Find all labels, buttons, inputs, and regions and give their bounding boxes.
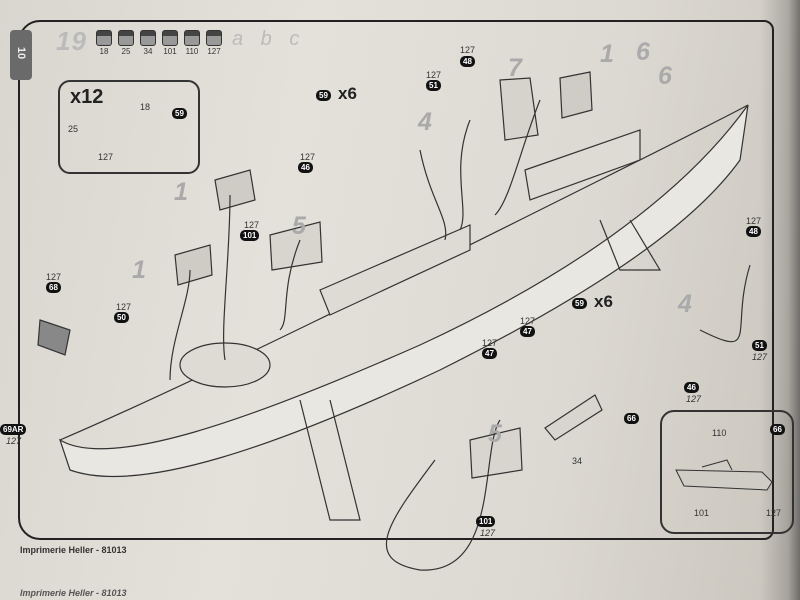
callout-badge: 59: [316, 90, 331, 101]
callout-color: 127: [300, 152, 316, 162]
part-number: 34: [572, 456, 583, 466]
subassembly-number: 4: [678, 290, 692, 318]
paint-pot-icon: [162, 30, 178, 46]
inset-quantity: x12: [70, 86, 104, 108]
subassembly-number: 1: [600, 40, 614, 68]
callout-badge: 51: [426, 80, 441, 91]
inset-part-badge: 59: [172, 108, 187, 119]
main-gun-top: [559, 71, 593, 119]
callout-badge: 101: [476, 516, 496, 527]
callout-color: 127: [46, 272, 62, 282]
paint-pot-101: 101: [162, 30, 178, 56]
subassembly-number: 6: [658, 62, 672, 90]
flag: [37, 319, 71, 356]
callout-color: 127: [520, 316, 536, 326]
boat-detail-drawing: [675, 459, 773, 491]
inset-part-c: 127: [98, 152, 114, 162]
second-turret: [174, 244, 213, 286]
leader-line: [385, 419, 501, 571]
detail-label: 101: [694, 508, 710, 518]
callout-badge: 50: [114, 312, 129, 323]
leader-line: [459, 119, 471, 231]
callout-color: 127: [244, 220, 260, 230]
inset-part-a: 18: [140, 102, 151, 112]
paint-variants: a b c: [232, 28, 306, 50]
callout-badge: 46: [684, 382, 699, 393]
paint-pot-25: 25: [118, 30, 134, 56]
subassembly-number: 1: [174, 178, 188, 206]
paint-scheme-inset: x12 18 25 59 127: [58, 80, 200, 174]
callout-color: 127: [746, 216, 762, 226]
paint-pot-icon: [184, 30, 200, 46]
callout-color: 127: [460, 45, 476, 55]
callout-color: 127: [482, 338, 498, 348]
page-frame: [18, 20, 774, 540]
turret-base: [179, 342, 271, 388]
callout-badge: 47: [482, 348, 497, 359]
callout-badge: 69AR: [0, 424, 27, 435]
paint-pot-110: 110: [184, 30, 200, 56]
page-number-tab: [10, 30, 32, 80]
subassembly-number: 6: [636, 38, 650, 66]
paint-pot-icon: [206, 30, 222, 46]
detail-label: 127: [766, 508, 782, 518]
subassembly-number: 7: [508, 54, 522, 82]
paint-pot-34: 34: [140, 30, 156, 56]
leader-line: [223, 194, 231, 361]
inset-part-b: 25: [68, 124, 79, 134]
callout-color: 127: [752, 352, 768, 362]
callout-badge: 59: [572, 298, 587, 309]
subassembly-number: 1: [132, 256, 146, 284]
funnel: [499, 77, 539, 141]
hull-outline: [58, 104, 749, 477]
torpedo-tubes-bottom: [469, 427, 523, 479]
leader-line: [169, 269, 191, 381]
callout-color: 127: [6, 436, 22, 446]
callout-quantity: x6: [338, 84, 357, 103]
callout-color: 127: [426, 70, 442, 80]
paint-pot-icon: [96, 30, 112, 46]
leader-line: [419, 149, 447, 241]
callout-badge: 48: [460, 56, 475, 67]
subassembly-number: 4: [418, 108, 432, 136]
detail-badge: 66: [770, 424, 785, 435]
superstructure: [319, 224, 471, 316]
paint-pot-127: 127: [206, 30, 222, 56]
stand-left: [299, 399, 361, 521]
subassembly-number: 5: [292, 212, 306, 240]
leader-line: [279, 239, 301, 331]
subassembly-number: 5: [488, 420, 502, 448]
detail-label: 110: [712, 428, 727, 438]
callout-badge: 51: [752, 340, 767, 351]
forward-turret: [214, 169, 256, 211]
callout-badge: 47: [520, 326, 535, 337]
leader-line: [494, 99, 541, 216]
callout-badge: 66: [624, 413, 639, 424]
stand-right: [599, 219, 662, 271]
callout-badge: 101: [240, 230, 260, 241]
leader-line: [699, 264, 751, 343]
paint-pot-icon: [118, 30, 134, 46]
callout-badge: 46: [298, 162, 313, 173]
deck-line: [59, 104, 749, 441]
callout-color: 127: [686, 394, 702, 404]
boat-detail-inset: 66 110 101 127: [660, 410, 794, 534]
step-number: 19: [56, 26, 87, 56]
callout-badge: 68: [46, 282, 61, 293]
printer-footer: Imprimerie Heller - 81013: [20, 545, 127, 555]
torpedo-tubes-left: [269, 221, 323, 271]
printer-footer-bleed: Imprimerie Heller - 81013: [20, 588, 127, 598]
ship-boat: [544, 394, 603, 441]
callout-badge: 48: [746, 226, 761, 237]
paint-pot-18: 18: [96, 30, 112, 56]
callout-quantity: x6: [594, 292, 613, 311]
callout-color: 127: [480, 528, 496, 538]
bridge-block: [524, 129, 641, 201]
paint-pot-icon: [140, 30, 156, 46]
callout-color: 127: [116, 302, 132, 312]
